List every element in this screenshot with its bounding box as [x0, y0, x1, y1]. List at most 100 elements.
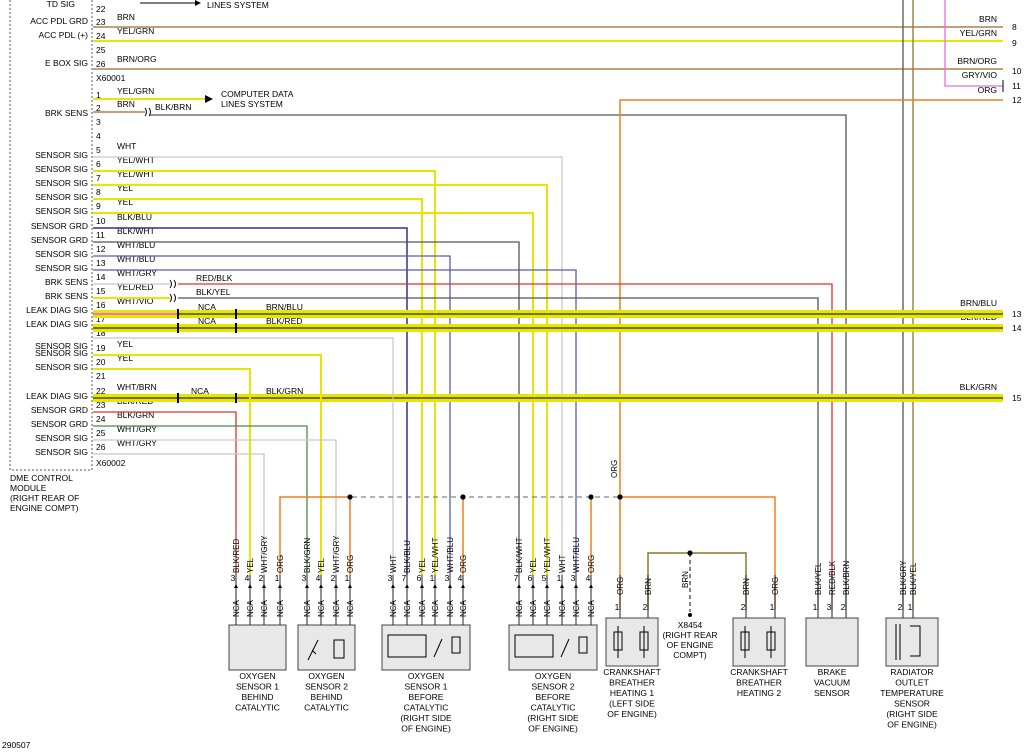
pin-arrow — [545, 584, 549, 588]
component-name: SENSOR 1 — [405, 682, 448, 692]
component-name: CATALYTIC — [531, 703, 576, 713]
pin-number: 1 — [96, 90, 101, 100]
pin-wire-label: WHT/BLU — [572, 537, 581, 573]
heater-symbol — [333, 639, 345, 659]
component-name: OXYGEN — [239, 671, 275, 681]
component-name: HEATING 1 — [610, 688, 655, 698]
pin-wire-label: YEL — [317, 557, 326, 573]
module-pin-name: SENSOR SIG — [35, 206, 88, 216]
pin-wire-label: ORG — [459, 555, 468, 573]
pin-wire-label: YEL/WHT — [543, 537, 552, 573]
nca-label: NCA — [232, 599, 241, 617]
nca-label: NCA — [346, 599, 355, 617]
connector-symbol — [144, 107, 151, 117]
pin-arrow — [420, 584, 424, 588]
pin-number: 1 — [770, 602, 775, 612]
component-box — [605, 617, 659, 667]
resistor-symbol — [740, 631, 750, 651]
pin-wire-label: ORG — [587, 555, 596, 573]
wire-whtblu-12 — [93, 255, 451, 575]
module-pin-name: BRK SENS — [45, 277, 88, 287]
pin-number: 3 — [231, 573, 236, 583]
nca-label: NCA — [317, 599, 326, 617]
pin-number: 2 — [96, 103, 101, 113]
pin-wire-label: ORG — [276, 555, 285, 573]
pin-number: 19 — [96, 343, 106, 353]
pin-number: 17 — [96, 314, 106, 324]
module-pin-name: SENSOR SIG — [35, 362, 88, 372]
nca-label: NCA — [587, 599, 596, 617]
component-name: CATALYTIC — [404, 703, 449, 713]
pin-number: 2 — [741, 602, 746, 612]
pin-number: 13 — [96, 258, 106, 268]
pin-arrow — [278, 584, 282, 588]
component-name: OXYGEN — [535, 671, 571, 681]
wire-color-label: BLK/GRN — [117, 410, 154, 420]
component-name: BEFORE — [536, 692, 571, 702]
wire-color-label: WHT/GRY — [117, 268, 157, 278]
component-box — [228, 624, 287, 671]
wire-yel-19 — [93, 354, 322, 575]
wire-color-label: RED/BLK — [196, 273, 233, 283]
org-label: ORG — [610, 460, 619, 478]
pin-wire-label: ORG — [771, 577, 780, 595]
pin-wire-label: YEL — [418, 557, 427, 573]
connector-symbol — [169, 293, 176, 303]
pin-number: 7 — [514, 573, 519, 583]
wire-color-label: BRN — [117, 12, 135, 22]
right-wire-number: 9 — [1012, 38, 1017, 48]
right-wire-number: 12 — [1012, 95, 1022, 105]
component-name: (RIGHT SIDE — [886, 709, 938, 719]
wire-blkred-23 — [93, 411, 237, 575]
component-name: OF ENGINE) — [607, 709, 657, 719]
ground-wire-label: BRN — [681, 571, 690, 588]
pin-number: 2 — [841, 602, 846, 612]
pin-arrow — [348, 584, 352, 588]
pin-number: 26 — [96, 442, 106, 452]
wire-color-label: BRN/ORG — [117, 54, 157, 64]
pin-arrow — [560, 584, 564, 588]
diagram-id: 290507 — [2, 740, 31, 750]
component-name: SENSOR 1 — [236, 682, 279, 692]
nca-label: NCA — [543, 599, 552, 617]
wire-yel-9 — [93, 212, 534, 575]
pin-number: 6 — [528, 573, 533, 583]
wire-color-label: BLK/BRN — [155, 102, 191, 112]
nca-label: NCA — [403, 599, 412, 617]
right-wire-label: YEL/GRN — [960, 28, 997, 38]
module-pin-name: SENSOR GRD — [31, 235, 88, 245]
pin-number: 1 — [557, 573, 562, 583]
pin-number: 7 — [96, 173, 101, 183]
right-wire-number: 14 — [1012, 323, 1022, 333]
splice-dot — [617, 494, 623, 500]
right-wire-number: 10 — [1012, 66, 1022, 76]
component-name: (RIGHT SIDE — [400, 713, 452, 723]
module-pin-name: BRK SENS — [45, 291, 88, 301]
wire-blkgrn-24 — [93, 425, 308, 575]
module-pin-name: SENSOR SIG — [35, 249, 88, 259]
nca-label: NCA — [558, 599, 567, 617]
module-name: DME CONTROL — [10, 473, 73, 483]
pin-number: 3 — [302, 573, 307, 583]
sensor-symbol — [307, 639, 319, 661]
wire-color-label: WHT/BRN — [117, 382, 157, 392]
module-pin-name: LEAK DIAG SIG — [26, 319, 88, 329]
pin-wire-label: BRN — [644, 578, 653, 595]
pin-wire-label: BLK/BLU — [403, 540, 412, 573]
pin-number: 22 — [96, 4, 106, 14]
pin-number: 4 — [458, 573, 463, 583]
pin-number: 25 — [96, 45, 106, 55]
module-pin-name: SENSOR SIG — [35, 348, 88, 358]
pin-number: 21 — [96, 371, 106, 381]
wire-blkwht-11 — [93, 241, 520, 575]
nca-label: NCA — [303, 599, 312, 617]
wire-color-label: WHT/GRY — [117, 438, 157, 448]
module-name: MODULE — [10, 483, 47, 493]
module-pin-name: SENSOR SIG — [35, 447, 88, 457]
connector-symbol — [169, 279, 176, 289]
component-name: RADIATOR — [890, 667, 933, 677]
wire-redblk-brake — [178, 283, 833, 610]
wire-color-label: WHT/VIO — [117, 296, 154, 306]
pin-arrow — [433, 584, 437, 588]
right-wire-number: 13 — [1012, 309, 1022, 319]
